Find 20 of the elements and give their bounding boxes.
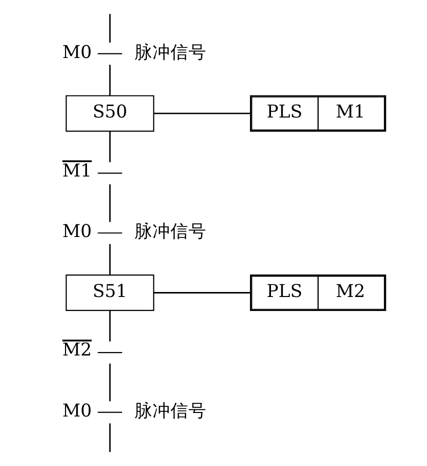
node-text: M0	[62, 222, 92, 242]
connector	[153, 292, 250, 294]
node-box: S51	[65, 274, 154, 312]
connector	[108, 423, 110, 452]
connector	[108, 244, 110, 275]
connector	[108, 14, 110, 43]
node-text: M0	[62, 42, 92, 63]
node-text: M1	[62, 161, 92, 182]
node-label: 脉冲信号	[134, 42, 206, 63]
connector	[108, 364, 110, 402]
connector	[108, 64, 110, 96]
node-box: S50	[65, 95, 154, 132]
connector	[153, 112, 250, 114]
connector	[108, 131, 110, 162]
node-label: 脉冲信号	[134, 402, 206, 422]
connector	[108, 184, 110, 222]
connector	[108, 310, 110, 342]
node-text: M2	[62, 340, 92, 361]
node-text: M0	[62, 402, 92, 422]
node-label: 脉冲信号	[134, 222, 206, 242]
